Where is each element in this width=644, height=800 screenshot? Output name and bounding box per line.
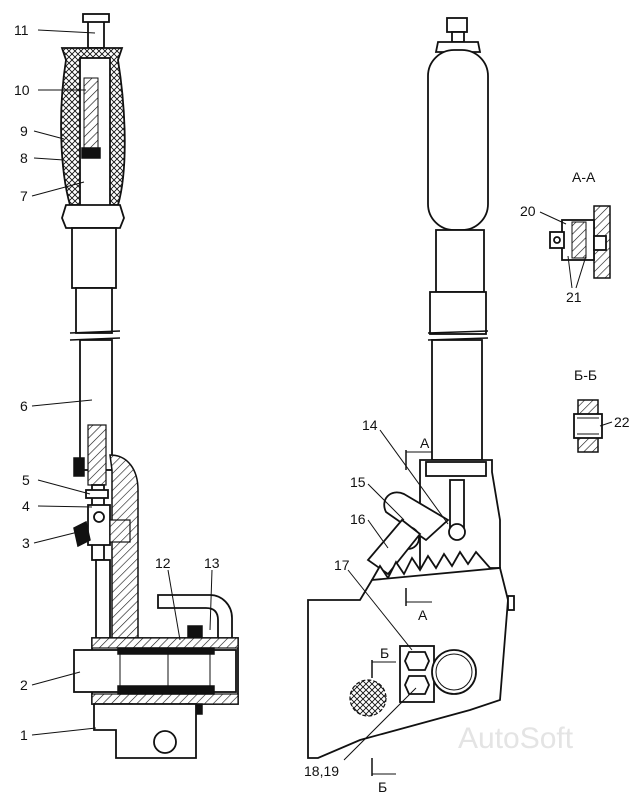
pawl (383, 491, 450, 542)
section-mark-a-top: А (420, 435, 430, 451)
handle-right (427, 49, 489, 231)
callout-4: 4 (22, 498, 30, 514)
callout-20: 20 (520, 203, 536, 219)
lever-tube-mid (75, 287, 113, 334)
callout-2: 2 (20, 677, 28, 693)
pawl-pin-block (87, 504, 111, 546)
bracket-tab (73, 457, 85, 477)
hidden-hole (349, 679, 387, 717)
left-sectional-view (60, 13, 239, 759)
callout-14: 14 (362, 417, 378, 433)
axle-hole (431, 649, 477, 695)
section-bb-title: Б-Б (574, 367, 597, 383)
callout-17: 17 (334, 557, 350, 573)
callout-9: 9 (20, 123, 28, 139)
grip-collar (61, 204, 125, 229)
base-bracket (93, 703, 197, 759)
callout-22: 22 (614, 414, 630, 430)
right-leaders (343, 429, 449, 761)
tube-lower-right (431, 339, 483, 461)
callout-6: 6 (20, 398, 28, 414)
section-mark-b-bottom: Б (378, 779, 387, 795)
callout-12: 12 (155, 555, 171, 571)
section-bb-detail (573, 399, 613, 453)
section-aa-title: А-А (572, 169, 596, 185)
cotter-pin (73, 520, 91, 548)
callout-5: 5 (22, 472, 30, 488)
section-mark-b-top: Б (380, 645, 389, 661)
spring-seat (81, 147, 101, 159)
lower-rod (95, 559, 111, 641)
left-leaders (31, 29, 213, 736)
callout-16: 16 (350, 511, 366, 527)
callout-18-19: 18,19 (304, 763, 339, 779)
bushing (117, 685, 215, 695)
callout-13: 13 (204, 555, 220, 571)
section-mark-a-bottom: А (418, 607, 428, 623)
section-aa-detail (539, 205, 611, 289)
watermark: AutoSoft (458, 722, 574, 755)
callout-7: 7 (20, 188, 28, 204)
rod-clip (85, 489, 109, 499)
callout-11: 11 (14, 22, 29, 38)
callout-10: 10 (14, 82, 30, 98)
bracket-plate (109, 454, 139, 641)
callout-1: 1 (20, 727, 28, 743)
tube-section (87, 424, 107, 486)
tube-upper-right (435, 229, 485, 293)
callout-15: 15 (350, 474, 366, 490)
lever-tube-upper (71, 227, 117, 289)
rod-top-right (446, 17, 468, 33)
callout-8: 8 (20, 150, 28, 166)
right-exterior-view (307, 17, 515, 759)
spring (83, 77, 99, 149)
callout-21: 21 (566, 289, 582, 305)
rod-cap (82, 13, 110, 23)
callout-3: 3 (22, 535, 30, 551)
